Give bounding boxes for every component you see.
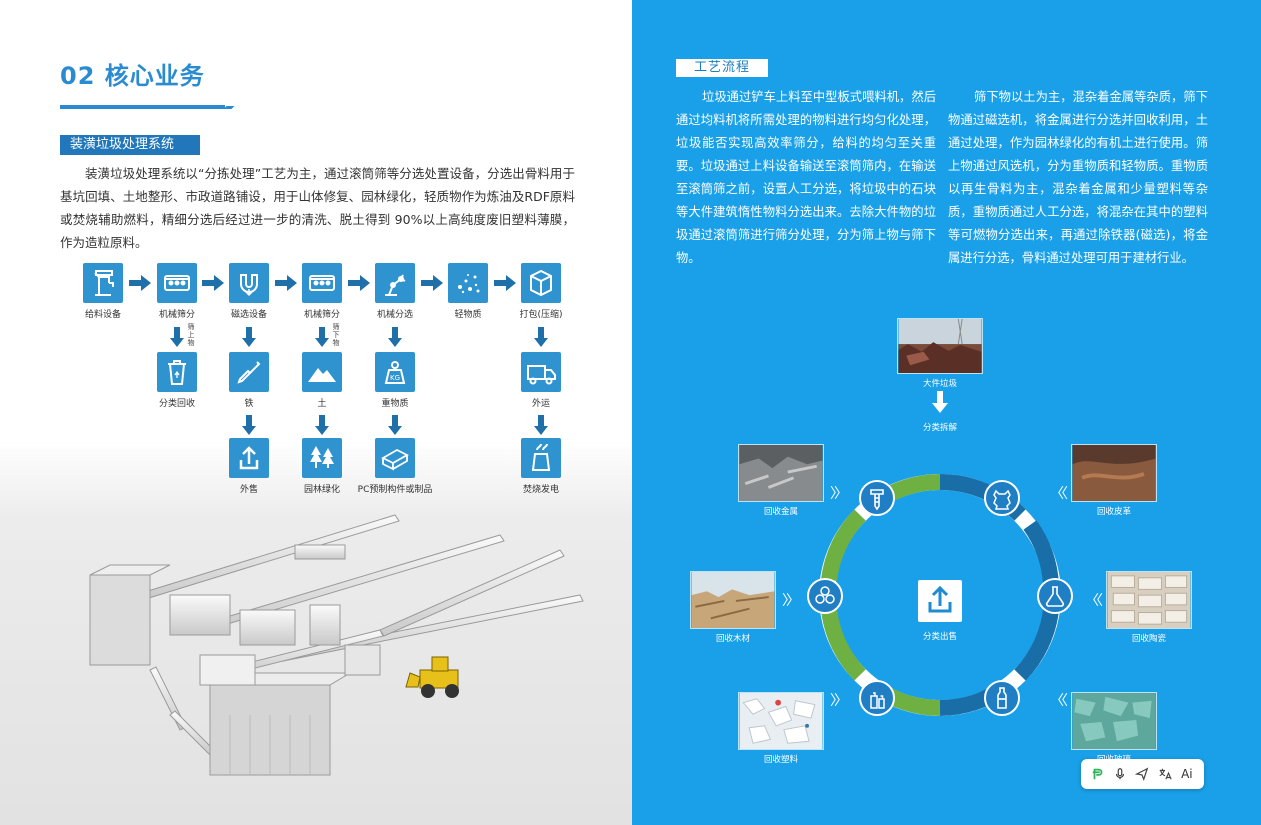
arrow-down-icon (242, 415, 256, 435)
microphone-icon[interactable] (1111, 765, 1129, 783)
flow-label: 磁选设备 (230, 310, 267, 320)
flow-label: 轻物质 (454, 310, 482, 320)
truck-icon (521, 352, 561, 392)
recycle-label: 回收皮革 (1096, 507, 1131, 517)
section-body-text: 装潢垃圾处理系统以“分拣处理”工艺为主，通过滚筒筛等分选处置设备，分选出骨料用于… (60, 166, 575, 250)
flow-label: 外售 (239, 485, 258, 495)
page-title: 02 核心业务 (60, 62, 205, 90)
screw-icon (859, 480, 895, 516)
arrow-right-icon (275, 275, 297, 291)
dismantle-label: 分类拆解 (922, 423, 957, 433)
precast-blocks-icon (375, 438, 415, 478)
process-section-title: 工艺流程 (676, 59, 768, 77)
side-note-oversize: 筛上物 (187, 323, 195, 347)
ceramic-flask-icon (1037, 578, 1073, 614)
side-note-undersize: 筛下物 (332, 323, 340, 347)
flow-label: 土 (317, 399, 327, 409)
svg-text:KG: KG (390, 374, 400, 382)
sell-upload-icon (928, 585, 952, 613)
chevrons-right-icon: 〉〉 (830, 693, 848, 709)
chevrons-right-icon: 〉〉 (782, 593, 800, 609)
process-text-col1: 垃圾通过铲车上料至中型板式喂料机，然后通过均料机将所需处理的物料进行均匀化处理，… (676, 90, 936, 265)
flow-label: 园林绿化 (303, 485, 340, 495)
bulky-waste-photo (897, 318, 983, 374)
flow-label: 机械分选 (376, 310, 413, 320)
recycle-label: 回收塑料 (763, 755, 798, 765)
flow-label: 机械筛分 (158, 310, 195, 320)
right-page: 工艺流程 垃圾通过铲车上料至中型板式喂料机，然后通过均料机将所需处理的物料进行均… (632, 0, 1261, 825)
flow-label: 给料设备 (84, 310, 121, 320)
center-sell-label: 分类出售 (922, 632, 957, 642)
light-material-icon (448, 263, 488, 303)
sell-upload-icon (229, 438, 269, 478)
wood-photo (690, 571, 776, 629)
robot-arm-icon (375, 263, 415, 303)
section-title-decoration-waste: 装潢垃圾处理系统 (60, 135, 200, 155)
bulky-waste-label: 大件垃圾 (922, 379, 957, 389)
sorting-plant-illustration (89, 514, 584, 776)
arrow-down-icon (170, 327, 184, 347)
package-box-icon (521, 263, 561, 303)
flow-label: 重物质 (381, 399, 409, 409)
power-plant-icon (521, 438, 561, 478)
arrow-right-icon (421, 275, 443, 291)
arrow-down-icon (932, 391, 948, 413)
title-underline (60, 105, 225, 109)
screening-machine-icon-2 (302, 263, 342, 303)
plastic-bottles-icon (859, 680, 895, 716)
arrow-down-icon (388, 327, 402, 347)
arrow-down-icon (388, 415, 402, 435)
process-text-col2: 筛下物以土为主，混杂着金属等杂质，筛下物通过磁选机，将金属进行分选并回收利用，土… (948, 90, 1208, 265)
recycle-label: 回收陶瓷 (1131, 634, 1166, 644)
leather-photo (1071, 444, 1157, 502)
chevrons-right-icon: 〉〉 (830, 486, 848, 502)
ceramic-photo (1106, 571, 1192, 629)
trees-icon (302, 438, 342, 478)
arrow-right-icon (129, 275, 151, 291)
translate-p-icon[interactable] (1089, 765, 1107, 783)
soil-mountain-icon (302, 352, 342, 392)
arrow-right-icon (348, 275, 370, 291)
sell-center-box (918, 580, 962, 622)
heavy-weight-icon: KG (375, 352, 415, 392)
arrow-down-icon (315, 327, 329, 347)
flow-label: 机械筛分 (303, 310, 340, 320)
arrow-right-icon (494, 275, 516, 291)
arrow-down-icon (315, 415, 329, 435)
recycle-bin-icon (157, 352, 197, 392)
arrow-down-icon (242, 327, 256, 347)
flow-label: 焚烧发电 (522, 485, 559, 495)
glass-bottle-icon (984, 680, 1020, 716)
flow-label: PC预制构件或制品 (357, 485, 433, 495)
ai-button[interactable]: Ai (1181, 767, 1193, 781)
translate-icon[interactable] (1156, 765, 1174, 783)
left-page: 02 核心业务 装潢垃圾处理系统 装潢垃圾处理系统以“分拣处理”工艺为主，通过滚… (0, 0, 632, 825)
chevrons-left-icon: 〈〈 (1050, 693, 1068, 709)
iron-screwdriver-icon (229, 352, 269, 392)
screening-machine-icon-1 (157, 263, 197, 303)
arrow-down-icon (534, 327, 548, 347)
wood-logs-icon (807, 578, 843, 614)
feeder-icon (83, 263, 123, 303)
title-underline-tail (223, 106, 235, 109)
flow-label: 分类回收 (158, 399, 195, 409)
magnet-icon (229, 263, 269, 303)
recycle-label: 回收木材 (715, 634, 750, 644)
floating-toolbar: Ai (1081, 759, 1204, 789)
flow-label: 打包(压缩) (519, 310, 563, 320)
leather-icon (984, 480, 1020, 516)
glass-photo (1071, 692, 1157, 750)
recycle-label: 回收金属 (763, 507, 798, 517)
metal-photo (738, 444, 824, 502)
send-icon[interactable] (1133, 765, 1151, 783)
arrow-down-icon (534, 415, 548, 435)
chevrons-left-icon: 〈〈 (1050, 486, 1068, 502)
plastic-photo (738, 692, 824, 750)
arrow-right-icon (202, 275, 224, 291)
chevrons-left-icon: 〈〈 (1085, 593, 1103, 609)
flow-label: 铁 (244, 399, 254, 409)
flow-label: 外运 (531, 399, 550, 409)
